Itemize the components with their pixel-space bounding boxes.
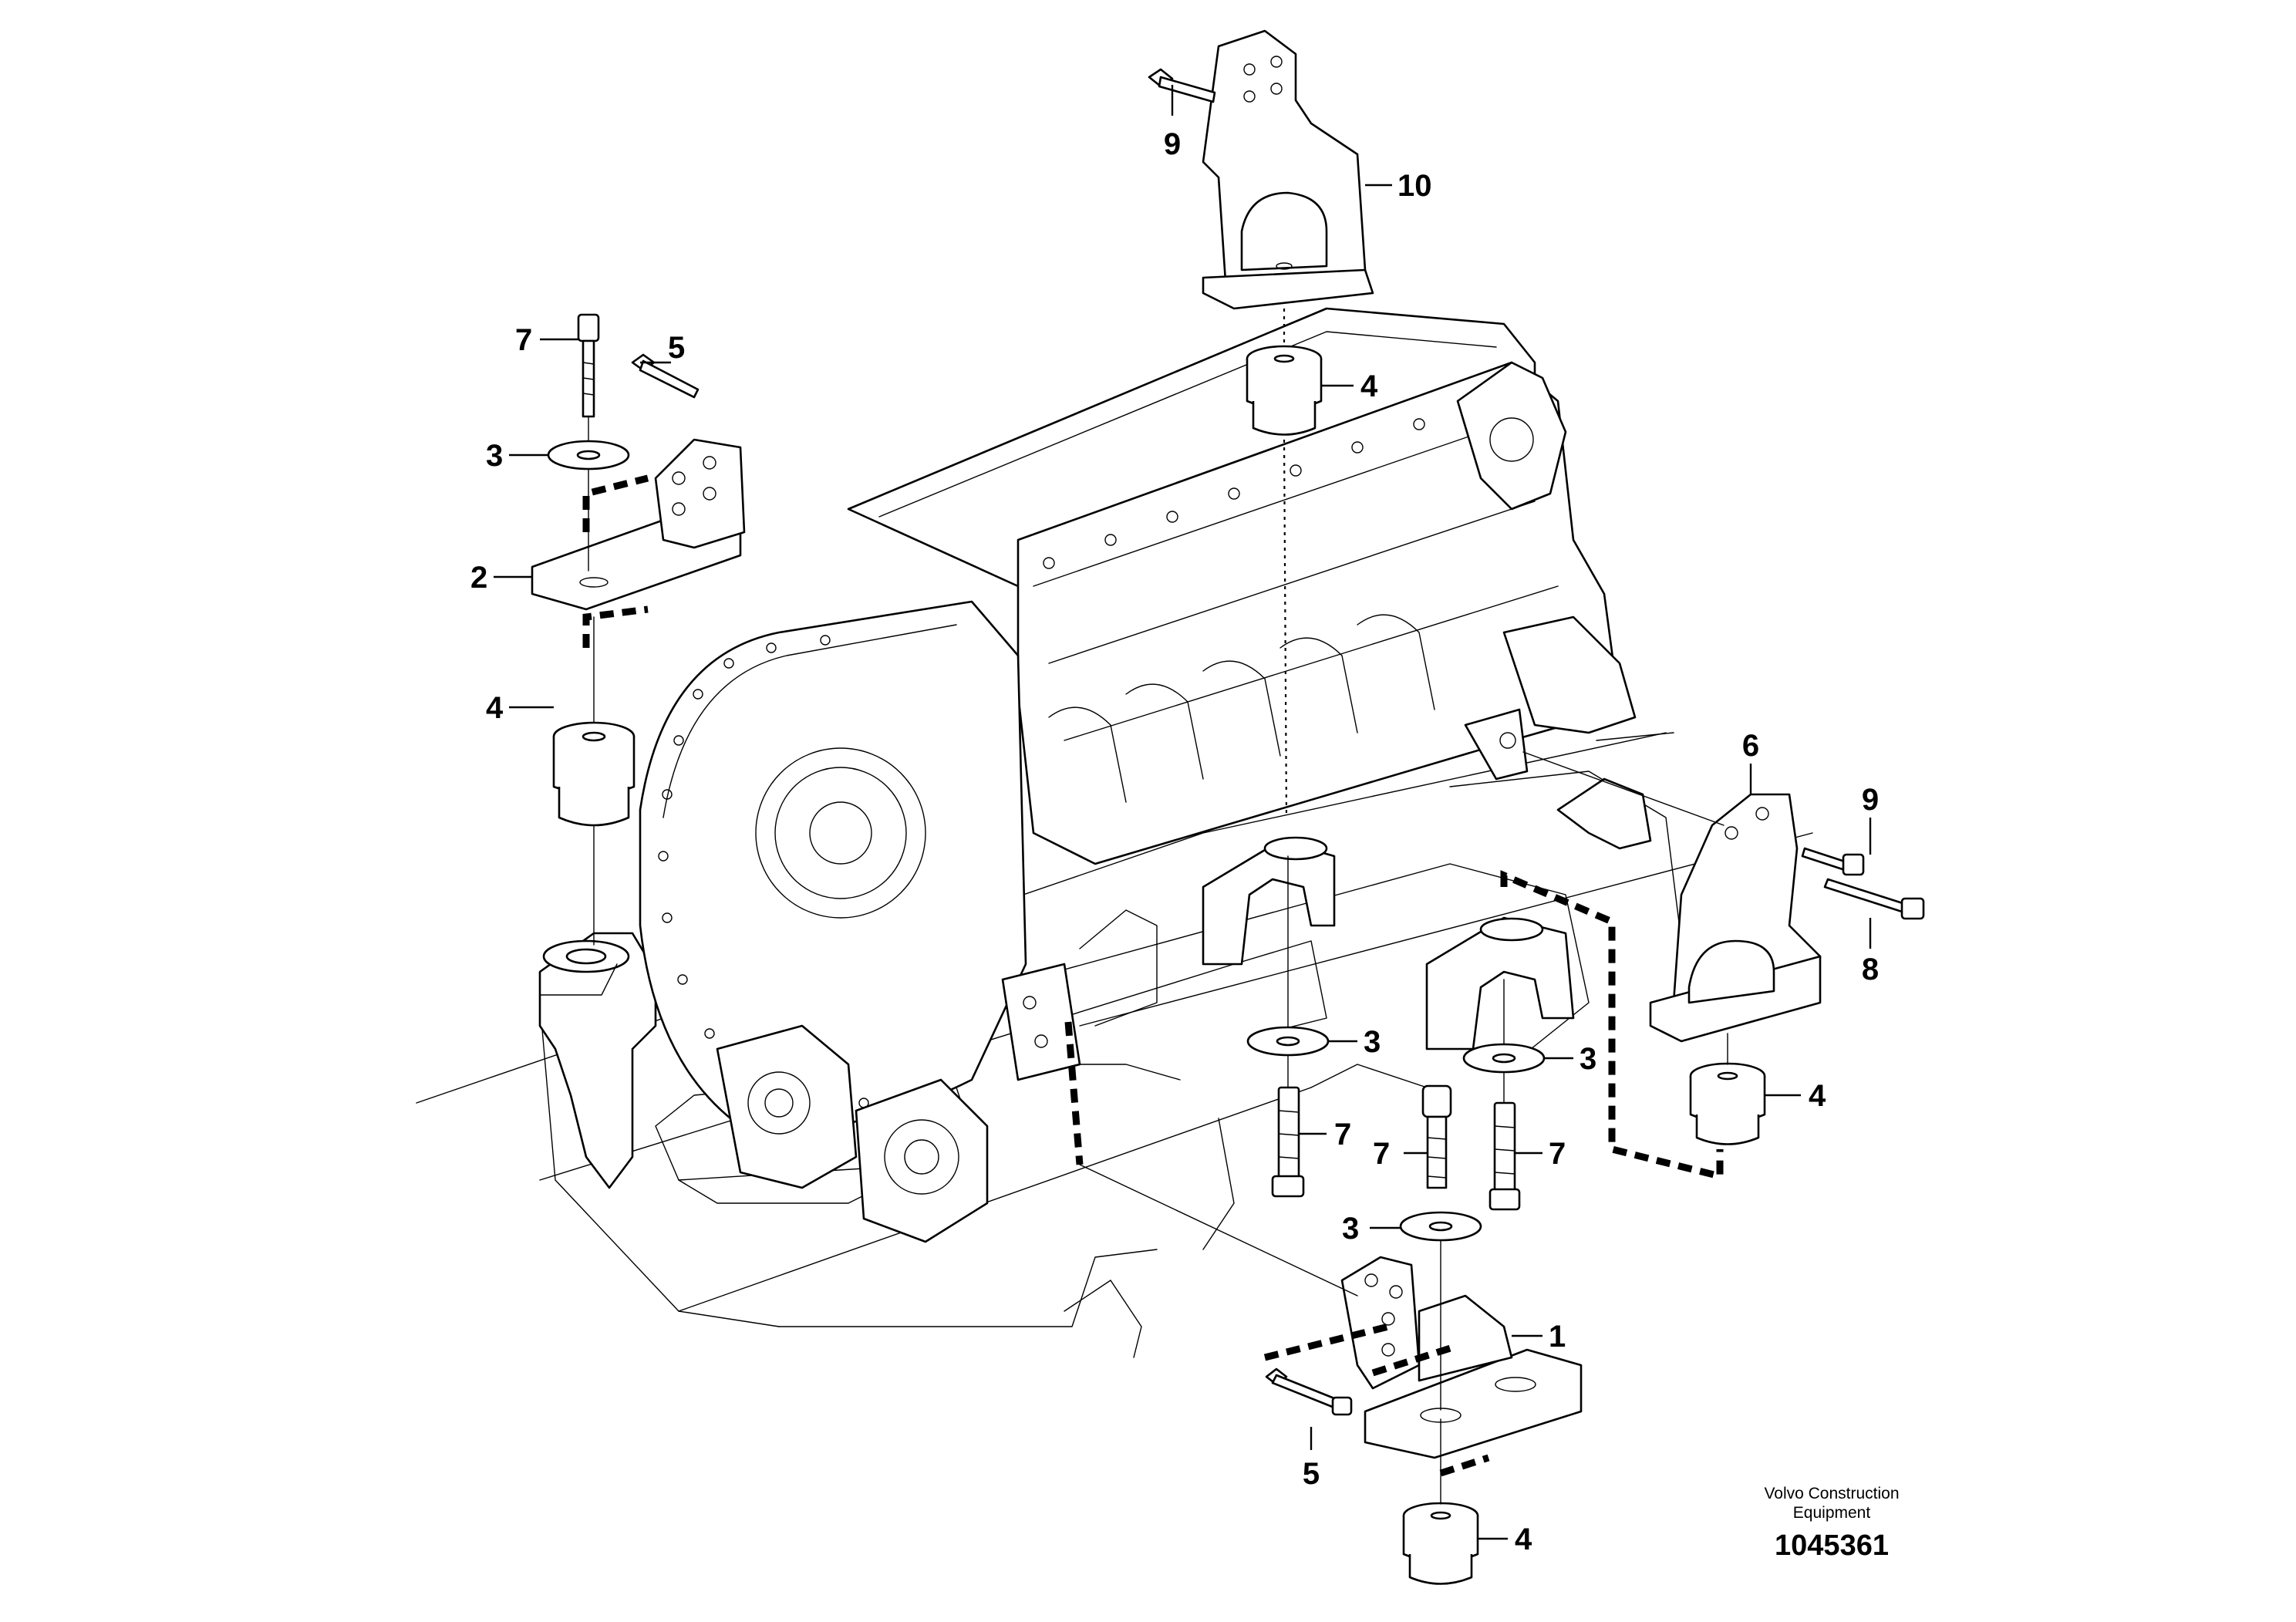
callout-5-left: 5 [668, 331, 685, 365]
callout-7-left: 7 [515, 323, 532, 357]
callout-4-left: 4 [486, 691, 504, 725]
callout-8: 8 [1862, 953, 1879, 986]
document-number: 1045361 [1775, 1529, 1889, 1562]
callout-4-lower: 4 [1515, 1523, 1532, 1556]
callout-5-lower: 5 [1303, 1457, 1320, 1491]
callout-7-center: 7 [1334, 1118, 1351, 1152]
callout-7-lower: 7 [1373, 1137, 1390, 1171]
right-center-mount-stack [1462, 979, 1546, 1211]
bolt-9-top [1148, 68, 1216, 103]
callout-10: 10 [1397, 169, 1432, 203]
callout-6: 6 [1742, 729, 1759, 763]
flywheel-housing [639, 600, 1081, 1243]
footer: Volvo Construction Equipment 1045361 [1764, 1485, 1899, 1562]
callout-3-lower: 3 [1342, 1212, 1359, 1246]
center-mount-stack [1246, 855, 1330, 1198]
callout-9-top: 9 [1164, 127, 1181, 161]
callout-3-right-center: 3 [1580, 1042, 1596, 1076]
right-mount-stack [1500, 751, 1925, 1181]
callout-labels: 9 10 4 7 5 3 2 4 6 9 8 4 3 3 7 7 7 3 1 5… [470, 127, 1879, 1556]
callout-3-center: 3 [1364, 1025, 1381, 1059]
engine-block [847, 307, 1637, 865]
rear-right-mount-bracket-10 [1202, 29, 1374, 310]
rubber-mount-4-top [1246, 309, 1323, 818]
frame-support-channels [1202, 777, 1652, 1050]
callout-9-right: 9 [1862, 783, 1879, 817]
brand-line-1: Volvo Construction [1764, 1485, 1899, 1502]
callout-3-left: 3 [486, 439, 503, 473]
front-left-support-bracket [538, 932, 657, 1189]
lower-mount-stack [1064, 1021, 1583, 1585]
callout-leaders [494, 85, 1872, 1540]
brand-line-2: Equipment [1793, 1504, 1871, 1522]
callout-4-right: 4 [1809, 1079, 1826, 1113]
callout-4-top: 4 [1360, 369, 1378, 403]
callout-2: 2 [470, 561, 487, 595]
callout-1: 1 [1549, 1320, 1566, 1354]
callout-7-right-center: 7 [1549, 1137, 1566, 1171]
